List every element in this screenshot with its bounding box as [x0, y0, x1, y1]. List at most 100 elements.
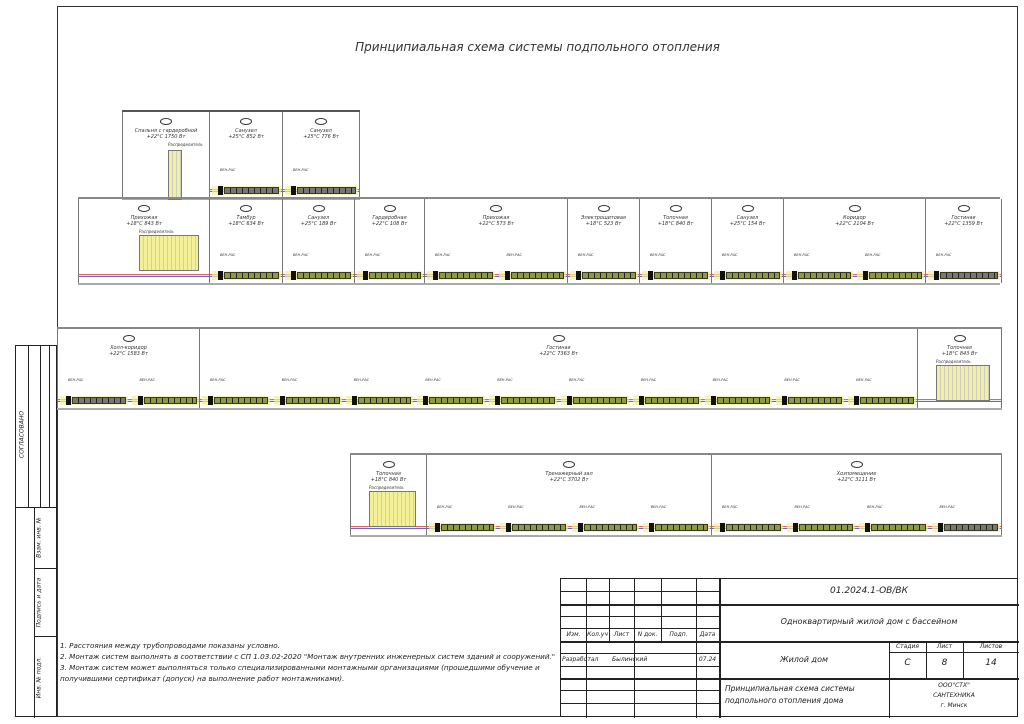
valve-icon [363, 271, 368, 280]
loop-tag: ВЕН-РАС [506, 253, 522, 257]
heating-loop[interactable] [869, 272, 922, 279]
sheet-value: 8 [941, 658, 948, 668]
developer-role: Разработал [562, 656, 599, 663]
valve-icon [567, 396, 572, 405]
org-city: г. Минск [940, 702, 968, 709]
heating-loop[interactable] [214, 397, 268, 404]
manifold[interactable] [168, 150, 182, 200]
room-number-marker [160, 118, 172, 125]
heating-loop[interactable] [943, 524, 998, 531]
room-params: +22°C 7363 Вт [539, 351, 578, 357]
loop-tag: ВЕН-РАС [220, 168, 236, 172]
heating-loop[interactable] [940, 272, 998, 279]
loop-tag: ВЕН-РАС [497, 378, 513, 382]
heating-loop[interactable] [726, 524, 781, 531]
header-list: Лист [613, 631, 630, 638]
heating-loop[interactable] [439, 272, 493, 279]
heating-loop[interactable] [798, 524, 853, 531]
supply-return-pipe [79, 274, 209, 277]
heating-loop[interactable] [726, 272, 780, 279]
room-number-marker [957, 205, 970, 212]
heating-loop[interactable] [788, 397, 843, 404]
room-label: Тамбур+18°C 634 Вт [210, 205, 282, 227]
valve-icon [137, 396, 143, 405]
manifold[interactable] [369, 491, 416, 527]
heating-loop[interactable] [357, 397, 412, 404]
room-number-marker [138, 205, 150, 212]
room-params: +22°C 3702 Вт [549, 477, 589, 483]
room-name: Прихожая [482, 215, 510, 221]
room-name: Прихожая [130, 215, 158, 221]
stage-value: С [904, 658, 911, 668]
room-label: Коридор+22°C 2104 Вт [784, 205, 925, 227]
heating-loop[interactable] [297, 187, 356, 194]
loop-tag: ВЕН-РАС [425, 378, 441, 382]
room-label: Спальня с гардеробной+22°C 1750 Вт [123, 118, 209, 140]
heating-loop[interactable] [716, 397, 771, 404]
loop-tag: ВЕН-РАС [210, 378, 226, 382]
heating-loop[interactable] [72, 397, 126, 404]
heating-loop[interactable] [369, 272, 421, 279]
room-number-marker [383, 205, 396, 212]
heating-loop[interactable] [510, 272, 564, 279]
heating-loop[interactable] [143, 397, 197, 404]
sheets-value: 14 [985, 658, 997, 668]
loop-tag: ВЕН-РАС [353, 378, 370, 382]
heating-loop[interactable] [871, 524, 926, 531]
heating-loop[interactable] [297, 272, 351, 279]
heating-loop[interactable] [441, 524, 495, 531]
supply-return-pipe [351, 526, 426, 529]
valve-icon [865, 523, 870, 532]
heating-loop[interactable] [644, 397, 699, 404]
heating-loop[interactable] [285, 397, 340, 404]
supply-return-pipe [425, 274, 567, 277]
heating-loop[interactable] [582, 272, 636, 279]
heating-loop[interactable] [224, 187, 279, 194]
heating-loop[interactable] [224, 272, 279, 279]
room-label: Электрощитовая+18°C 523 Вт [568, 205, 639, 227]
room-label: Топочная+18°C 843 Вт [918, 335, 1001, 357]
valve-icon [720, 271, 725, 280]
document-code: 01.2024.1-ОВ/ВК [830, 586, 908, 596]
loop-tag: ВЕН-РАС [712, 378, 729, 382]
valve-icon [648, 271, 653, 280]
heating-loop[interactable] [654, 272, 708, 279]
valve-icon [720, 523, 725, 532]
loop-tag: ВЕН-РАС [293, 168, 309, 172]
heating-loop[interactable] [583, 524, 637, 531]
heating-loop[interactable] [429, 397, 484, 404]
valve-icon [577, 523, 583, 532]
loop-tag: ВЕН-РАС [936, 253, 952, 257]
heating-loop[interactable] [860, 397, 914, 404]
loop-tag: ВЕН-РАС [722, 253, 738, 257]
room-params: +18°C 634 Вт [228, 221, 264, 227]
manifold[interactable] [139, 235, 199, 271]
room-label: Прихожая+22°C 573 Вт [425, 205, 567, 227]
org-subname: САНТЕХНИКА [933, 692, 975, 699]
room-params: +22°C 573 Вт [478, 221, 514, 227]
room-number-marker [382, 461, 395, 468]
valve-icon [710, 396, 716, 405]
heating-loop[interactable] [501, 397, 555, 404]
heating-loop[interactable] [798, 272, 851, 279]
heating-loop[interactable] [654, 524, 708, 531]
loop-tag: ВЕН-РАС [939, 505, 955, 509]
supply-return-pipe [712, 526, 1001, 529]
heating-loop[interactable] [573, 397, 627, 404]
supply-return-pipe [58, 399, 199, 402]
room-name: Санузел [235, 128, 257, 134]
valve-icon [504, 271, 510, 280]
title-block: Изм. Кол.уч Лист N док. Подп. Дата Разра… [560, 578, 1019, 718]
sheet-title: Принципиальная схема системы подпольного… [725, 684, 855, 705]
manifold[interactable] [936, 365, 990, 401]
valve-icon [638, 396, 644, 405]
heating-loop[interactable] [512, 524, 566, 531]
